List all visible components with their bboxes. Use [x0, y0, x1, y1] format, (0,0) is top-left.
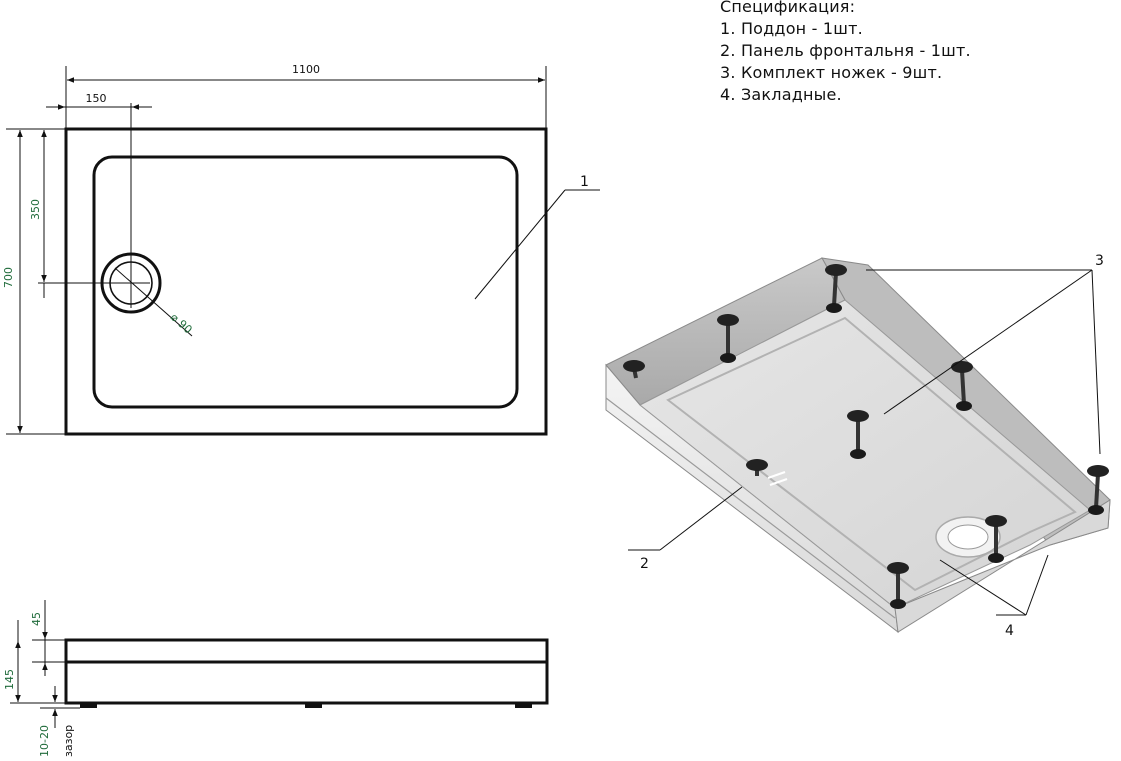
- callout-4-leader-a: [939, 559, 1027, 616]
- callout-2: 2: [640, 556, 649, 572]
- callout-1: 1: [580, 174, 589, 190]
- callout-2-leader: [659, 486, 743, 551]
- iso-leg-6: [746, 459, 768, 476]
- iso-right-front-face: [894, 499, 1111, 633]
- callout-3: 3: [1095, 253, 1104, 269]
- side-foot-right: [515, 703, 532, 708]
- spec-item-front-panel: 2. Панель фронтальня - 1шт.: [720, 41, 971, 60]
- specification-list: Спецификация: 1. Поддон - 1шт. 2. Панель…: [720, 0, 971, 106]
- drain-center-label: 350: [29, 199, 42, 220]
- iso-drain-hole: [947, 524, 989, 550]
- specification-title: Спецификация:: [720, 0, 856, 16]
- iso-panel-mark-1: [767, 471, 786, 479]
- drain-diameter-leader: [114, 267, 193, 337]
- iso-panel-mark-2: [769, 478, 788, 486]
- side-tray-body: [64, 638, 549, 705]
- spec-item-tray: 1. Поддон - 1шт.: [720, 19, 863, 38]
- iso-leg-7: [1087, 465, 1109, 515]
- callout-3-leader-b: [1091, 269, 1101, 455]
- spec-item-legs: 3. Комплект ножек - 9шт.: [720, 63, 943, 82]
- top-view: ⌀ 90 1100 150 700 350 1: [2, 63, 600, 436]
- side-foot-left: [80, 703, 97, 708]
- width-label: 1100: [292, 63, 320, 76]
- iso-leg-1: [825, 264, 847, 313]
- side-view: 45 145 10-20 зазор: [3, 600, 549, 757]
- iso-leg-5: [847, 410, 869, 459]
- callout-4-leader-b: [1025, 554, 1049, 616]
- iso-leg-8: [985, 515, 1007, 563]
- iso-leg-3: [623, 360, 645, 379]
- gap-word-label: зазор: [62, 725, 75, 757]
- callout-1-leader: [474, 189, 566, 300]
- iso-leg-2: [717, 314, 739, 363]
- rim-label: 45: [30, 612, 43, 626]
- spec-item-inserts: 4. Закладные.: [720, 85, 842, 104]
- iso-basin-edge: [666, 316, 1077, 592]
- height-label: 700: [2, 267, 15, 288]
- gap-value-label: 10-20: [38, 725, 51, 757]
- callout-4: 4: [1005, 623, 1014, 639]
- tray-inner-basin: [92, 155, 519, 409]
- total-height-label: 145: [3, 669, 16, 690]
- callout-3-leader-a: [883, 269, 1093, 415]
- iso-leg-9: [887, 562, 909, 609]
- side-foot-middle: [305, 703, 322, 708]
- iso-front-seam: [605, 397, 896, 619]
- drain-offset-label: 150: [86, 92, 107, 105]
- iso-view: 2 3 4: [605, 253, 1111, 639]
